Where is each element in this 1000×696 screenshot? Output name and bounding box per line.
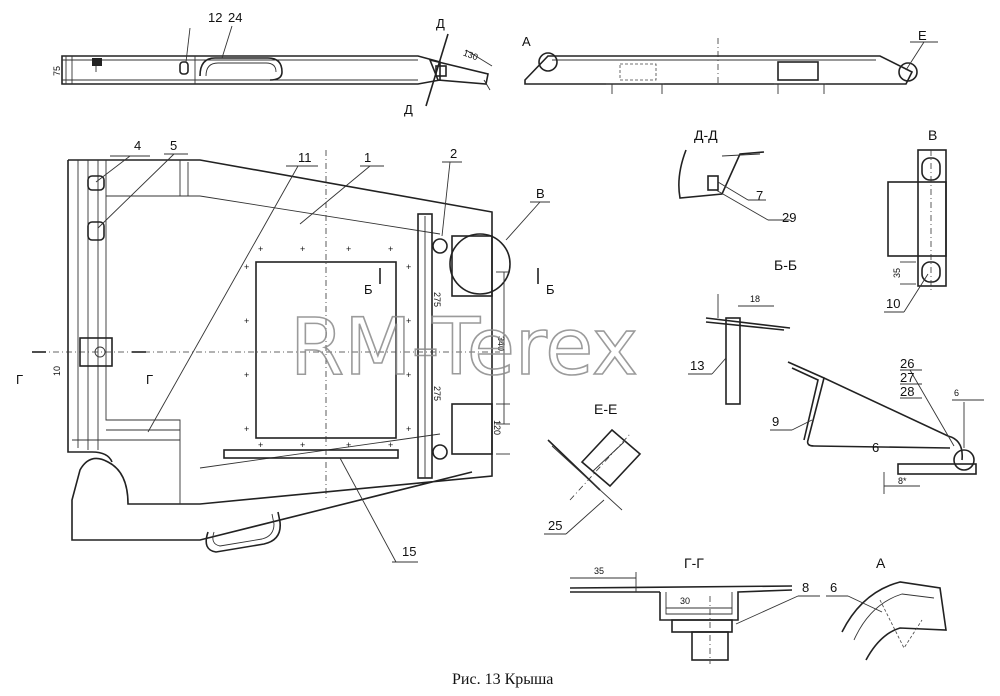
svg-text:+: + bbox=[300, 244, 305, 254]
side-elevation-view: 75 130 Д Д 12 24 bbox=[52, 10, 493, 117]
dim-10: 10 bbox=[52, 366, 62, 376]
dim-35-g: 35 bbox=[594, 566, 604, 576]
callout-2: 2 bbox=[450, 146, 457, 161]
callout-28: 28 bbox=[900, 384, 914, 399]
svg-text:+: + bbox=[406, 370, 411, 380]
view-v-detail: В 35 10 bbox=[884, 127, 947, 313]
section-mark-b-2: Б bbox=[546, 282, 555, 297]
section-mark-d-top: Д bbox=[436, 16, 445, 31]
callout-5: 5 bbox=[170, 138, 177, 153]
callout-6: 6 bbox=[872, 440, 879, 455]
section-mark-d-bottom: Д bbox=[404, 102, 413, 117]
section-title-e-e: Е-Е bbox=[594, 401, 617, 417]
dim-6: 6 bbox=[954, 388, 959, 398]
svg-text:+: + bbox=[346, 440, 351, 450]
svg-text:+: + bbox=[388, 440, 393, 450]
svg-text:+: + bbox=[244, 316, 249, 326]
section-d-d: Д-Д 7 29 bbox=[678, 127, 796, 225]
svg-text:+: + bbox=[258, 244, 263, 254]
svg-text:+: + bbox=[244, 262, 249, 272]
view-mark-v: В bbox=[536, 186, 545, 201]
section-g-g: Г-Г 35 30 8 bbox=[569, 555, 820, 664]
roof-plan-view: ++ ++ ++ ++ ++ ++ ++ ++ 340 120 275 275 … bbox=[16, 138, 555, 563]
dim-75: 75 bbox=[52, 66, 62, 76]
rivet-marks: + + + + + + + + + + + + + + + + bbox=[244, 244, 411, 450]
callout-10: 10 bbox=[886, 296, 900, 311]
view-mark-a: А bbox=[522, 34, 531, 49]
section-mark-g-1: Г bbox=[16, 372, 23, 387]
watermark: RM-Terex bbox=[290, 303, 638, 393]
callout-8: 8 bbox=[802, 580, 809, 595]
view-title-a: А bbox=[876, 555, 886, 571]
callout-12: 12 bbox=[208, 10, 222, 25]
svg-text:+: + bbox=[406, 262, 411, 272]
section-title-g-g: Г-Г bbox=[684, 555, 704, 571]
section-e-e: Е-Е 25 bbox=[544, 401, 642, 535]
section-mark-e: Е bbox=[918, 28, 927, 43]
svg-text:+: + bbox=[406, 424, 411, 434]
dim-8: 8* bbox=[898, 476, 907, 486]
section-title-d-d: Д-Д bbox=[694, 127, 718, 143]
view-a-detail: А 6 bbox=[826, 555, 947, 661]
dim-275-lower: 275 bbox=[432, 386, 442, 401]
section-mark-b-1: Б bbox=[364, 282, 373, 297]
callout-9: 9 bbox=[772, 414, 779, 429]
callout-11: 11 bbox=[298, 150, 312, 165]
svg-text:+: + bbox=[258, 440, 263, 450]
dim-340: 340 bbox=[496, 336, 506, 351]
dim-35-v: 35 bbox=[892, 268, 902, 278]
view-title-v: В bbox=[928, 127, 937, 143]
front-elevation-view: А Е bbox=[522, 28, 938, 94]
callout-7: 7 bbox=[756, 188, 763, 203]
section-mark-g-2: Г bbox=[146, 372, 153, 387]
dim-275-upper: 275 bbox=[432, 292, 442, 307]
callout-6-a: 6 bbox=[830, 580, 837, 595]
dim-18: 18 bbox=[750, 294, 760, 304]
callout-26: 26 bbox=[900, 356, 914, 371]
callout-27: 27 bbox=[900, 370, 914, 385]
callout-13: 13 bbox=[690, 358, 704, 373]
callout-25: 25 bbox=[548, 518, 562, 533]
dim-130: 130 bbox=[462, 48, 480, 63]
section-title-b-b: Б-Б bbox=[774, 257, 797, 273]
callout-29: 29 bbox=[782, 210, 796, 225]
dim-30: 30 bbox=[680, 596, 690, 606]
svg-text:+: + bbox=[388, 244, 393, 254]
svg-text:+: + bbox=[300, 440, 305, 450]
section-b-b: Б-Б 18 13 8* 6 26 27 28 9 bbox=[688, 257, 984, 494]
svg-text:+: + bbox=[244, 370, 249, 380]
callout-1: 1 bbox=[364, 150, 371, 165]
dim-120: 120 bbox=[492, 420, 502, 435]
callout-4: 4 bbox=[134, 138, 141, 153]
callout-15: 15 bbox=[402, 544, 416, 559]
svg-text:+: + bbox=[406, 316, 411, 326]
svg-text:+: + bbox=[244, 424, 249, 434]
svg-text:+: + bbox=[346, 244, 351, 254]
figure-caption: Рис. 13 Крыша bbox=[452, 671, 553, 688]
callout-24: 24 bbox=[228, 10, 242, 25]
